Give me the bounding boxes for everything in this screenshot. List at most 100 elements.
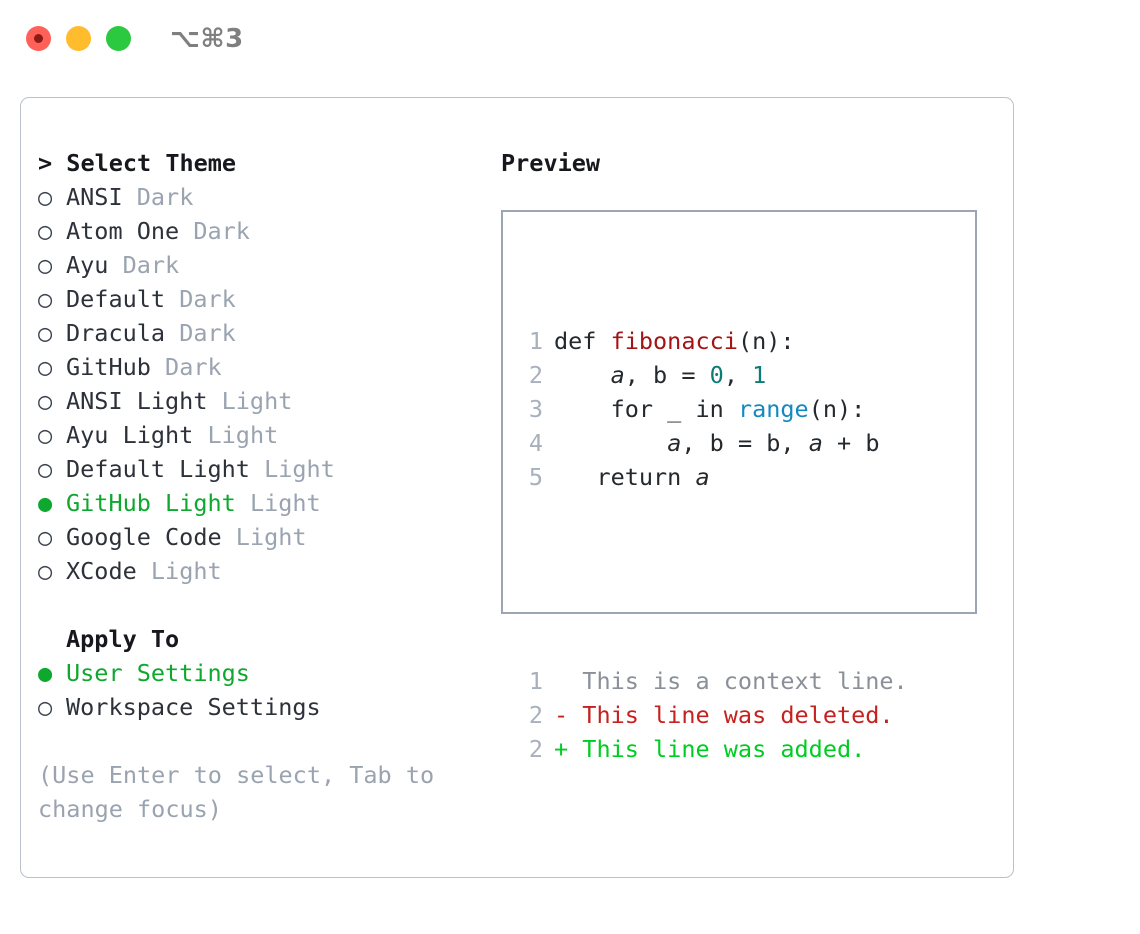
label-space [236,489,250,517]
theme-option-variant: Light [150,557,222,585]
line-number: 3 [528,395,543,423]
theme-option-ayu[interactable]: ○Ayu Dark [38,248,488,282]
title-bar: ⌥⌘3 [0,0,1140,78]
apply-to-option-label: Workspace Settings [66,693,321,721]
label-space [137,557,151,585]
theme-option-label: Ayu Light [66,421,194,449]
label-space [165,319,179,347]
diff-line-text: - This line was deleted. [554,701,894,729]
theme-option-ansi-light[interactable]: ○ ANSI Light Light [38,384,488,418]
theme-option-default-light[interactable]: ○Default Light Light [38,452,488,486]
label-space [207,387,221,415]
apply-to-option-workspace-settings[interactable]: ○ Workspace Settings [38,690,488,724]
theme-option-default[interactable]: ○ Default Dark [38,282,488,316]
code-token-plain: b [653,361,668,389]
label-space [108,251,122,279]
diff-line-ctx: 1 This is a context line. [519,664,908,698]
code-token-plain: , [624,361,654,389]
code-token-plain: , [681,429,710,457]
theme-option-variant: Dark [179,285,236,313]
theme-option-variant: Light [264,455,335,483]
theme-option-label: XCode [66,557,137,585]
theme-option-atom-one[interactable]: ○Atom One Dark [38,214,488,248]
apply-to-option-user-settings[interactable]: ● User Settings [38,656,488,690]
line-number: 4 [528,429,543,457]
theme-option-github-light[interactable]: ●GitHub Light Light [38,486,488,520]
theme-option-google-code[interactable]: ○Google Code Light [38,520,488,554]
label-space [165,285,179,313]
label-space [151,353,165,381]
theme-option-label: Default [66,285,166,313]
theme-option-label: ANSI Light [66,387,208,415]
radio-unselected-icon: ○ [38,455,53,483]
theme-option-github[interactable]: ○ GitHub Dark [38,350,488,384]
minimize-button-icon[interactable] [66,26,91,51]
theme-option-variant: Dark [165,353,222,381]
code-token-plain [554,361,611,389]
theme-option-dracula[interactable]: ○Dracula Dark [38,316,488,350]
apply-spacer [38,588,488,622]
code-token-plain [554,429,667,457]
theme-option-variant: Light [221,387,293,415]
theme-option-variant: Dark [179,319,236,347]
theme-picker-column: > Select Theme ○ANSI Dark○Atom One Dark○… [38,146,488,826]
theme-option-ansi[interactable]: ○ANSI Dark [38,180,488,214]
code-token-plain: b [709,429,724,457]
theme-option-variant: Light [207,421,279,449]
label-space [179,217,193,245]
radio-selected-icon: ● [38,489,53,517]
theme-option-ayu-light[interactable]: ○ Ayu Light Light [38,418,488,452]
code-token-plain: , [723,361,753,389]
apply-to-option-label: User Settings [66,659,250,687]
code-token-num: 0 [709,361,724,389]
radio-unselected-icon: ○ [38,251,53,279]
radio-unselected-icon: ○ [38,387,53,415]
code-token-plain: (n): [808,395,866,423]
theme-option-xcode[interactable]: ○ XCode Light [38,554,488,588]
theme-option-label: GitHub [66,353,151,381]
radio-unselected-icon: ○ [38,285,53,313]
code-token-fn: fibonacci [610,327,738,355]
theme-option-label: Atom One [66,217,180,245]
radio-unselected-icon: ○ [38,557,53,585]
line-number: 2 [528,701,543,729]
code-token-kwfn: range [737,395,809,423]
theme-option-label: ANSI [66,183,123,211]
label-space [193,421,207,449]
code-token-plain: , [780,429,809,457]
diff-lines: 1 This is a context line. 2 - This line wa… [519,664,908,766]
apply-to-list: ● User Settings ○ Workspace Settings [38,656,488,724]
code-token-plain: b [766,429,781,457]
code-token-plain: def [554,327,611,355]
code-token-plain: for _ in [554,395,738,423]
radio-unselected-icon: ○ [38,183,53,211]
theme-option-label: Google Code [66,523,222,551]
code-diff-gap [519,562,908,596]
zoom-button-icon[interactable] [106,26,131,51]
code-line: 2 a, b = 0, 1 [519,358,908,392]
diff-line-text: + This line was added. [554,735,866,763]
code-token-plain: + [822,429,866,457]
close-button-icon[interactable] [26,26,51,51]
code-line: 4 a, b = b, a + b [519,426,908,460]
radio-unselected-icon: ○ [38,693,53,721]
code-line: 5 return a [519,460,908,494]
label-space [123,183,137,211]
code-token-plain: (n): [737,327,795,355]
radio-selected-icon: ● [38,659,53,687]
code-token-plain: = [723,429,767,457]
diff-line-text: This is a context line. [554,667,908,695]
code-token-var: a [808,429,823,457]
radio-unselected-icon: ○ [38,353,53,381]
code-token-num: 1 [752,361,767,389]
radio-unselected-icon: ○ [38,421,53,449]
diff-line-del: 2 - This line was deleted. [519,698,908,732]
page-title: > Select Theme [38,149,237,177]
code-token-plain: = [667,361,710,389]
code-token-var: a [695,463,710,491]
